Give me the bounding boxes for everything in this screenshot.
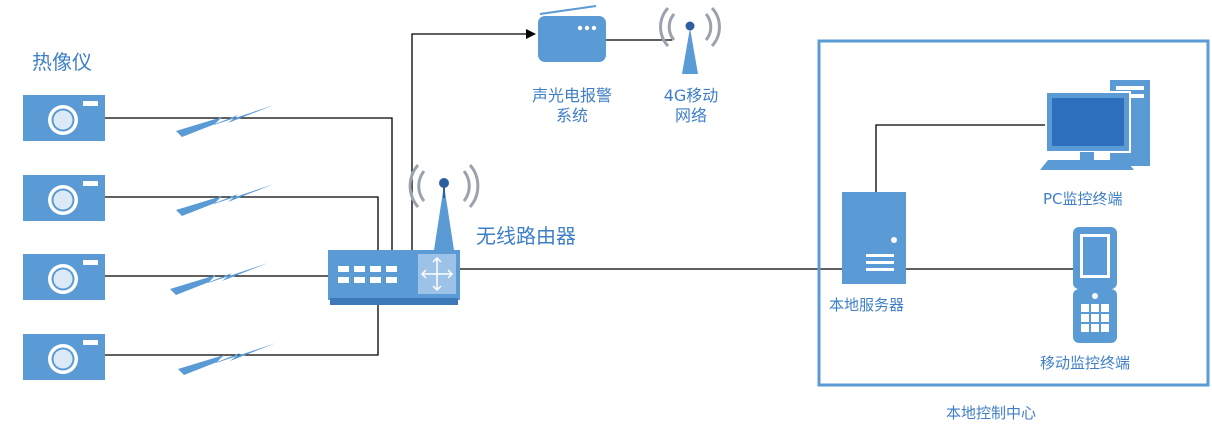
- camera2-link: [105, 196, 379, 252]
- label-4g-line2: 网络: [674, 106, 707, 125]
- thermal-camera-2: [23, 175, 105, 221]
- thermal-camera-icon: [23, 254, 105, 300]
- label-4g-network: 4G移动 网络: [650, 86, 732, 126]
- cell-tower-icon: [659, 6, 721, 74]
- label-alarm-line2: 系统: [555, 106, 588, 125]
- thermal-camera-4: [23, 334, 105, 380]
- thermal-camera-3: [23, 254, 105, 300]
- wireless-router-icon: [328, 250, 460, 305]
- antenna-icon: [408, 164, 480, 250]
- control-center-frame: [817, 39, 1210, 387]
- label-alarm-line1: 声光电报警: [531, 86, 612, 105]
- connection-lines: [105, 33, 1073, 356]
- wireless-router: [328, 164, 480, 305]
- pc-monitor-icon: [1040, 80, 1150, 170]
- label-4g-line1: 4G移动: [663, 86, 719, 105]
- alarm-link: [411, 33, 526, 252]
- thermal-camera-1: [23, 95, 105, 141]
- server-pc-link: [875, 124, 1048, 192]
- label-mobile-terminal: 移动监控终端: [1040, 354, 1131, 372]
- label-alarm-system: 声光电报警 系统: [517, 86, 627, 126]
- label-pc-terminal: PC监控终端: [1043, 190, 1123, 208]
- radio-alarm-icon: [538, 5, 606, 62]
- camera1-link: [105, 117, 393, 252]
- wireless-signal-lightning-icon: [176, 105, 274, 137]
- label-wireless-router: 无线路由器: [476, 224, 576, 248]
- label-control-center: 本地控制中心: [946, 404, 1037, 422]
- thermal-camera-icon: [23, 334, 105, 380]
- label-local-server: 本地服务器: [829, 296, 905, 314]
- wireless-signal-lightning-icon: [178, 343, 276, 375]
- camera4-link: [105, 305, 379, 356]
- wireless-signal-lightning-icon: [176, 184, 274, 216]
- thermal-camera-icon: [23, 95, 105, 141]
- wireless-signal-lightning-icon: [170, 263, 268, 295]
- alarm-link-arrow: [526, 29, 536, 39]
- mobile-phone-icon: [1073, 227, 1117, 343]
- server-tower-icon: [842, 192, 906, 284]
- thermal-camera-icon: [23, 175, 105, 221]
- label-thermal-cameras: 热像仪: [32, 50, 92, 74]
